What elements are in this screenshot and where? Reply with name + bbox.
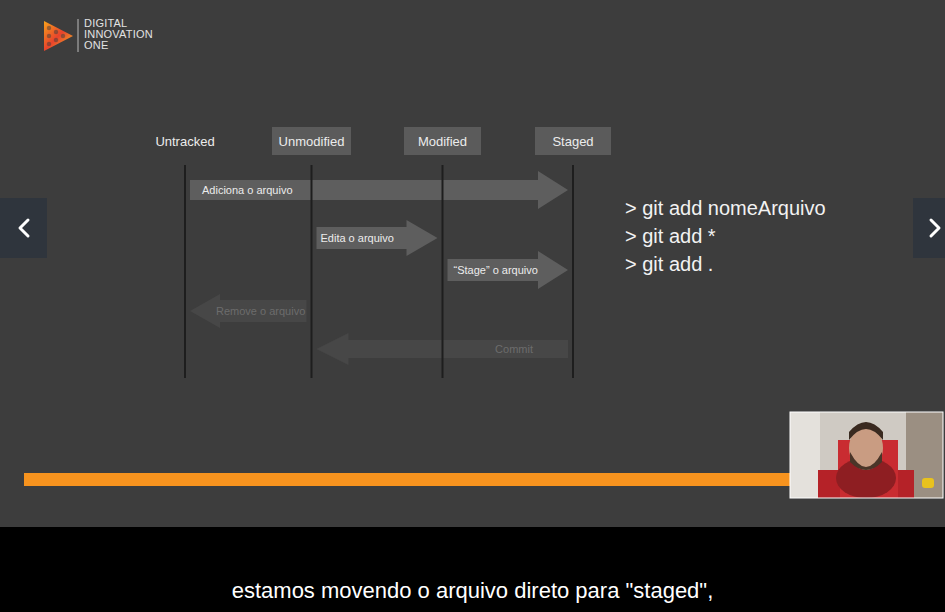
transition-label: Remove o arquivo bbox=[216, 305, 305, 318]
transition-arrow bbox=[190, 171, 568, 209]
nav-prev-button bbox=[0, 198, 47, 258]
logo-text: DIGITAL INNOVATION ONE bbox=[84, 18, 162, 51]
lifeline bbox=[310, 165, 312, 378]
transition-label: Adiciona o arquivo bbox=[202, 184, 293, 197]
subtitle-text: estamos movendo o arquivo direto para "s… bbox=[232, 577, 714, 605]
state-name: Unmodified bbox=[279, 134, 345, 149]
state-name: Untracked bbox=[155, 134, 214, 149]
state-box: Staged bbox=[535, 127, 611, 155]
command-line: > git add . bbox=[625, 252, 713, 276]
transition-arrow bbox=[190, 294, 306, 328]
logo-icon bbox=[44, 19, 78, 52]
state-box: Modified bbox=[404, 127, 481, 155]
webcam-image bbox=[790, 412, 943, 498]
transition-arrow bbox=[448, 251, 569, 289]
nav-next-button bbox=[913, 198, 945, 258]
state-name: Staged bbox=[552, 134, 593, 149]
transition-label: Commit bbox=[495, 343, 533, 356]
state-name: Modified bbox=[418, 134, 467, 149]
transition-label: Edita o arquivo bbox=[320, 232, 393, 245]
lifeline bbox=[184, 165, 186, 378]
slide-area bbox=[0, 0, 945, 527]
transition-label: “Stage” o arquivo bbox=[454, 264, 538, 277]
lifeline bbox=[572, 165, 574, 378]
state-label: Untracked bbox=[148, 130, 221, 153]
command-line: > git add nomeArquivo bbox=[625, 196, 826, 220]
progress-bar bbox=[24, 473, 790, 486]
lifeline bbox=[442, 165, 444, 378]
transition-arrow bbox=[316, 220, 437, 256]
command-line: > git add * bbox=[625, 224, 716, 248]
state-box: Unmodified bbox=[272, 127, 352, 155]
subtitle-bar bbox=[0, 527, 945, 612]
